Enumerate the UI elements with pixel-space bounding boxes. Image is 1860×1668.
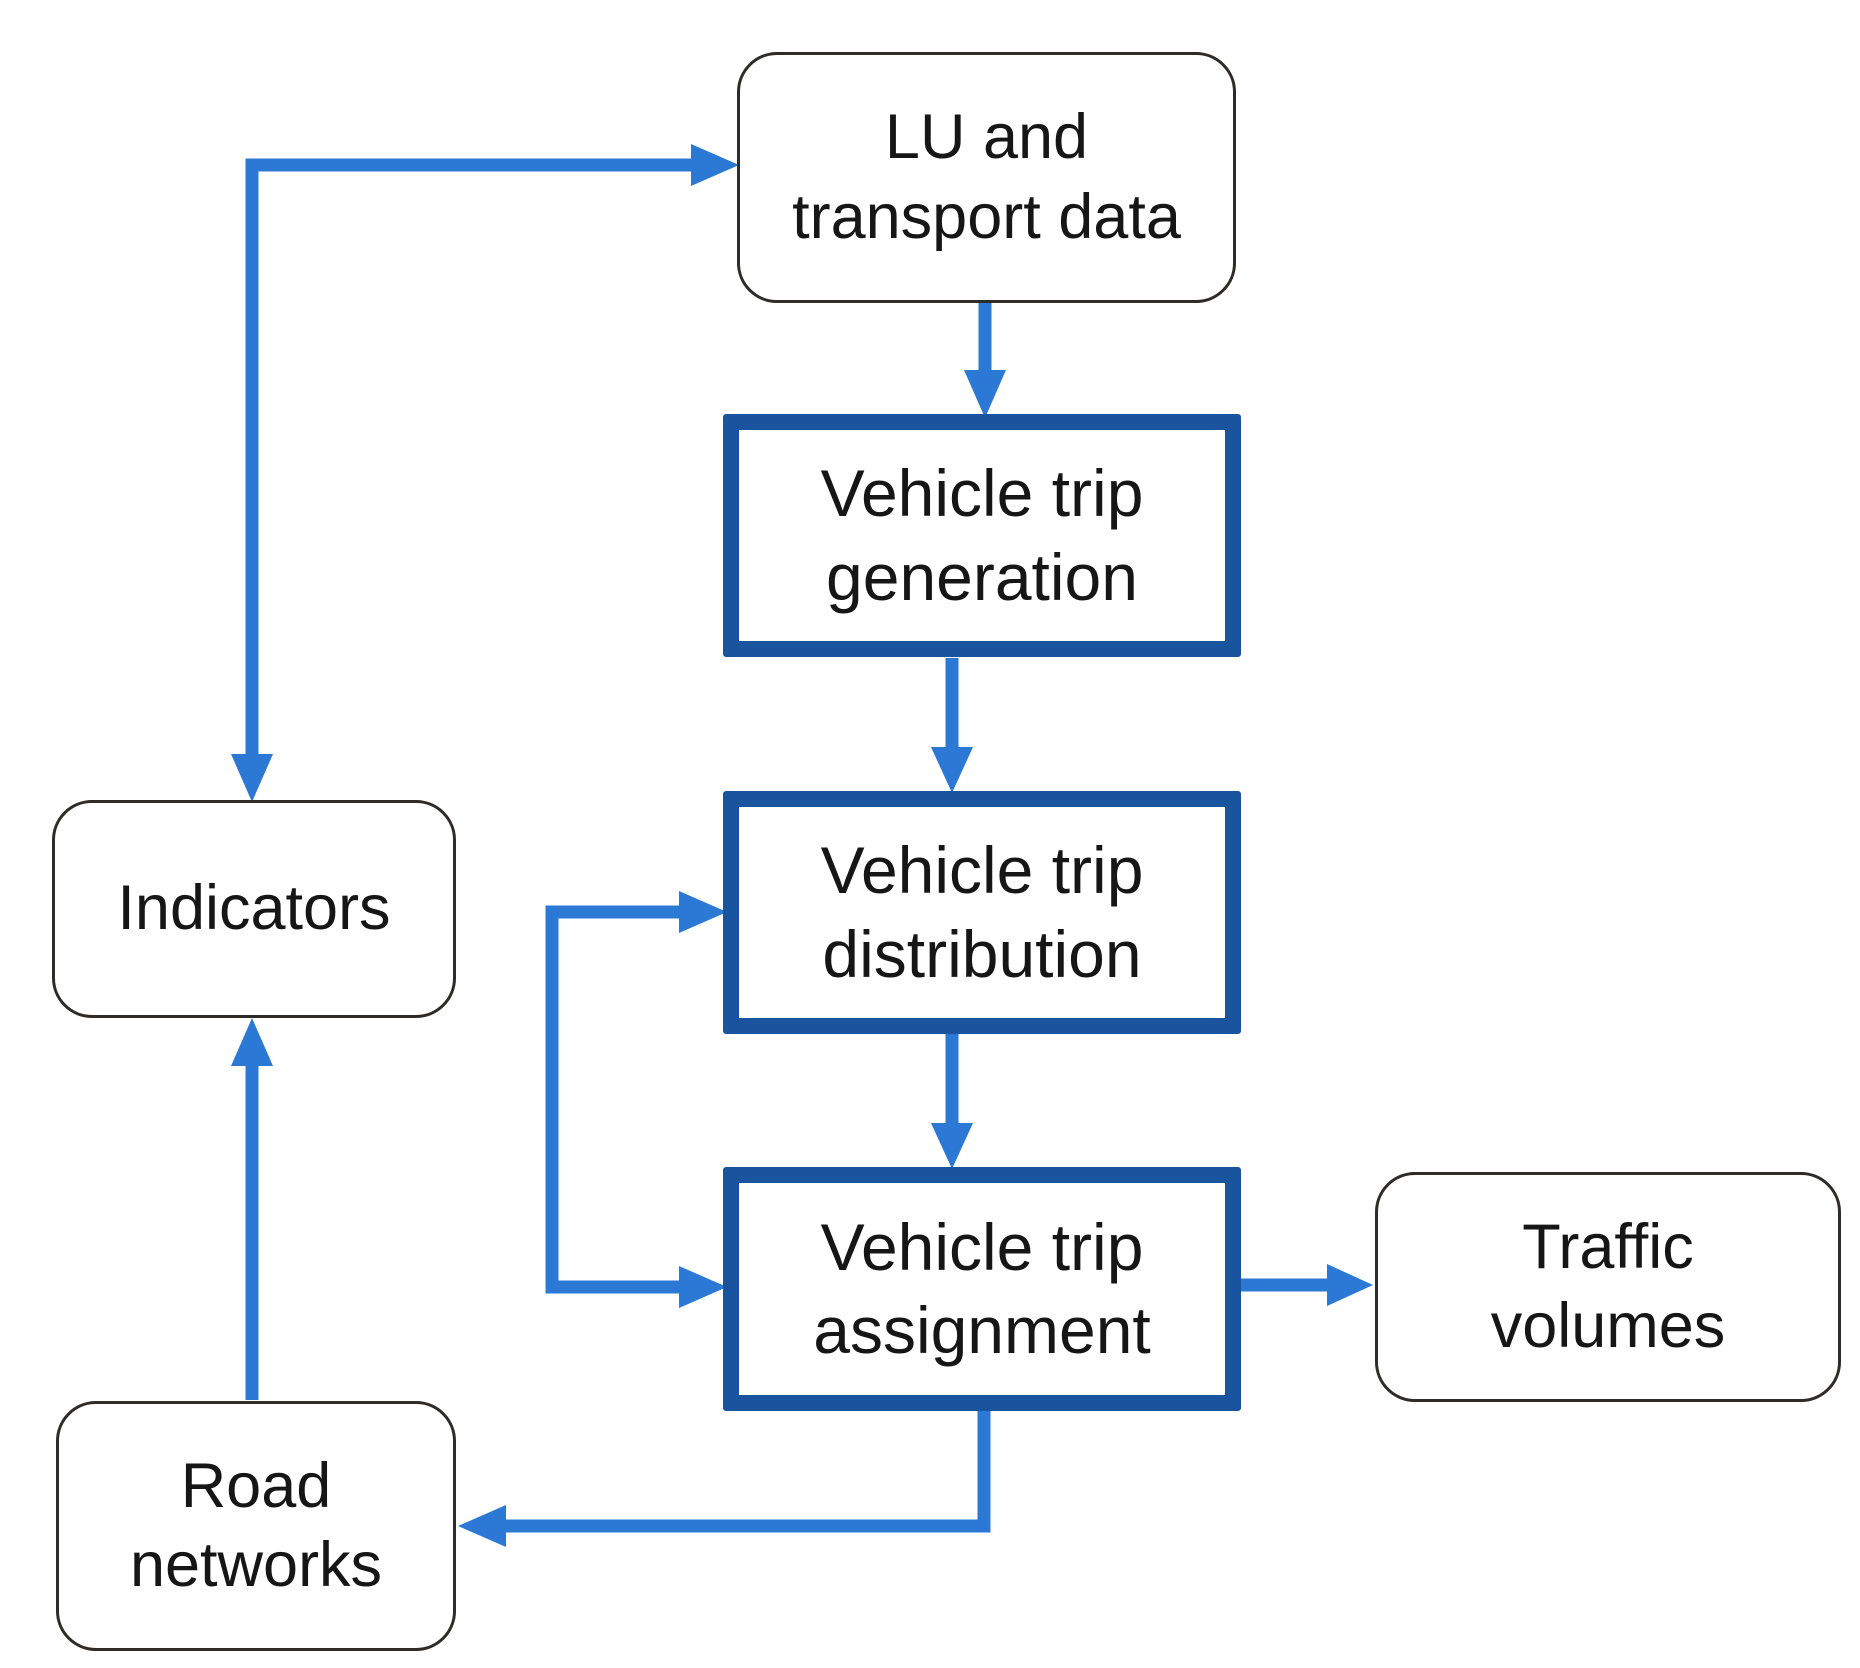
arrowhead-into-indicators-bottom [231,1018,273,1066]
node-lu-transport-data: LU and transport data [737,52,1236,303]
node-generation-line2: generation [826,539,1138,614]
node-distribution-line1: Vehicle trip [820,833,1144,908]
node-indicators: Indicators [52,800,456,1018]
node-traffic-line1: Traffic [1522,1211,1694,1282]
node-road-line2: networks [129,1530,383,1600]
arrowhead-into-traffic [1327,1264,1373,1306]
arrow-feedback-loop [545,905,681,1294]
node-road-networks: Road networks [56,1401,456,1651]
arrow-assignment-to-road [504,1411,991,1533]
node-vehicle-trip-assignment: Vehicle trip assignment [723,1167,1241,1411]
arrowhead-into-assignment-top [931,1123,973,1169]
node-vehicle-trip-generation: Vehicle trip generation [723,414,1241,657]
node-assignment-line1: Vehicle trip [820,1209,1144,1284]
node-indicators-line1: Indicators [117,873,391,944]
arrowhead-into-road [458,1505,506,1547]
node-traffic-line2: volumes [1490,1291,1726,1361]
arrowhead-loop-into-distribution [679,891,727,933]
node-distribution-line2: distribution [822,916,1142,991]
node-road-line1: Road [180,1450,332,1521]
arrow-indicators-to-lu [245,158,693,756]
node-traffic-volumes: Traffic volumes [1375,1172,1841,1402]
node-assignment-line2: assignment [813,1293,1151,1367]
arrowhead-into-generation [964,370,1006,418]
node-vehicle-trip-distribution: Vehicle trip distribution [723,791,1241,1034]
node-lu-line2: transport data [792,181,1181,252]
arrowhead-into-indicators-top [231,754,273,802]
node-generation-line1: Vehicle trip [820,456,1144,531]
arrowhead-loop-into-assignment [679,1266,727,1308]
arrowhead-into-lu [691,144,739,186]
node-lu-line1: LU and [884,102,1089,173]
arrowhead-into-distribution-top [931,747,973,793]
